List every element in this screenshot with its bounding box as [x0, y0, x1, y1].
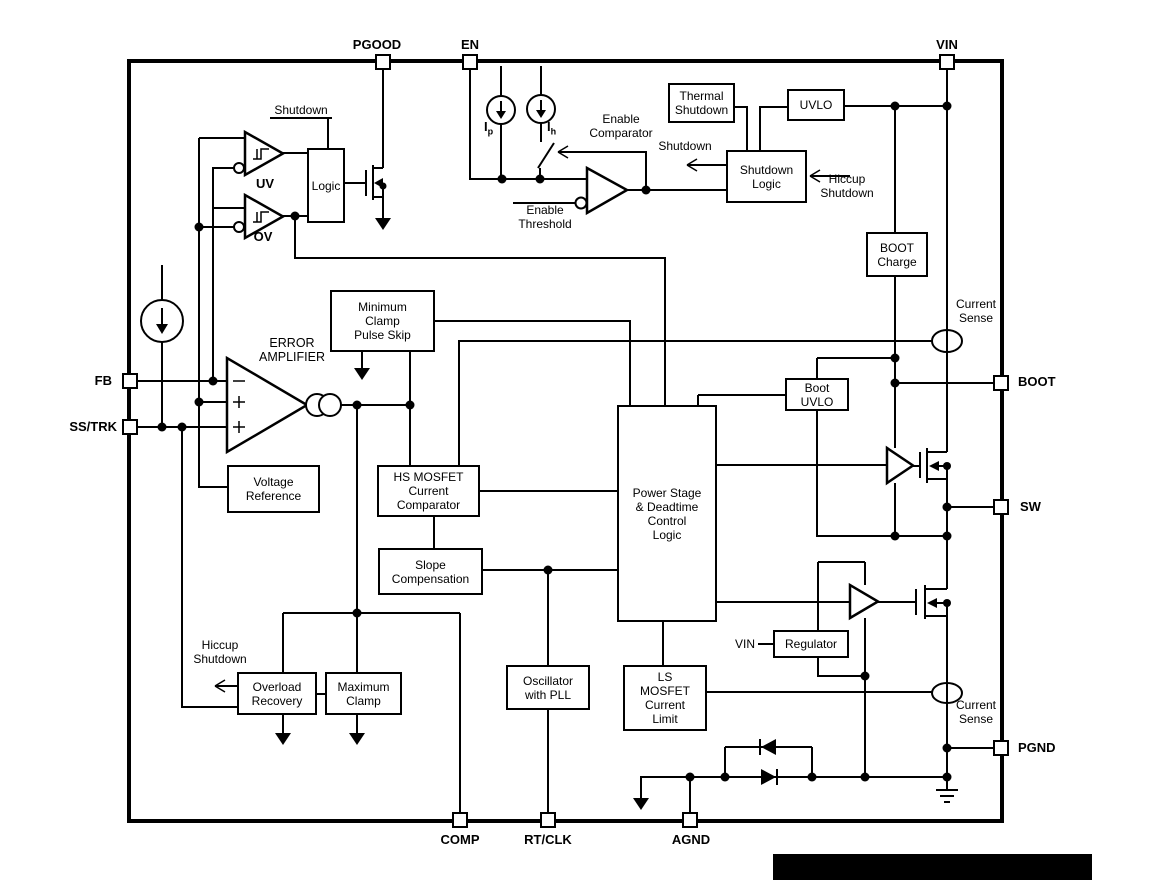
- uv-comparator-icon: [233, 129, 286, 178]
- wires-enable-network: [469, 66, 850, 204]
- pullup-current-source-icon: [486, 95, 516, 125]
- pin-rt-clk: [540, 812, 556, 828]
- label-enable-threshold: Enable Threshold: [518, 203, 572, 231]
- shutdown-arrowhead-icon: [686, 158, 698, 172]
- label-error-amplifier: ERROR AMPLIFIER: [259, 336, 325, 364]
- pin-ss-trk: [122, 419, 138, 435]
- block-shutdown-logic: Shutdown Logic: [726, 150, 807, 203]
- pin-label-boot: BOOT: [1018, 374, 1056, 389]
- max-clamp-arrow-icon: [349, 733, 365, 745]
- pin-agnd: [682, 812, 698, 828]
- ov-comparator-icon: [233, 192, 286, 241]
- wires-control-center: [215, 320, 932, 812]
- block-overload-recovery: Overload Recovery: [237, 672, 317, 715]
- pin-label-sw: SW: [1020, 499, 1041, 514]
- softstart-current-source-icon: [140, 299, 184, 343]
- hs-gate-driver-icon: [885, 445, 916, 486]
- pin-fb: [122, 373, 138, 389]
- label-ip: Ip: [484, 119, 494, 137]
- block-minimum-clamp: Minimum Clamp Pulse Skip: [330, 290, 435, 352]
- pin-label-vin: VIN: [936, 37, 958, 52]
- block-voltage-reference: Voltage Reference: [227, 465, 320, 513]
- pin-label-agnd: AGND: [671, 832, 711, 847]
- pin-sw: [993, 499, 1009, 515]
- pin-label-comp: COMP: [440, 832, 480, 847]
- label-enable-comparator: Enable Comparator: [589, 112, 653, 140]
- pin-pgood: [375, 54, 391, 70]
- pin-label-ss-trk: SS/TRK: [69, 419, 117, 434]
- block-ls-current-limit: LS MOSFET Current Limit: [623, 665, 707, 731]
- pin-label-pgnd: PGND: [1018, 740, 1056, 755]
- label-uv: UV: [255, 176, 275, 191]
- overload-arrow-icon: [275, 733, 291, 745]
- current-sense-bottom-icon: [931, 682, 963, 704]
- label-shutdown-logic-input: Shutdown: [274, 103, 328, 117]
- agnd-arrow-icon: [633, 798, 649, 810]
- wires-hs-ls-power: [717, 411, 993, 777]
- hiccup-right-arrowhead-icon: [809, 169, 821, 183]
- device-outline: [127, 59, 1004, 823]
- hs-mosfet-icon: [919, 448, 939, 483]
- hysteresis-current-source-icon: [526, 94, 556, 124]
- current-sense-top-icon: [931, 329, 963, 353]
- block-uvlo: UVLO: [787, 89, 845, 121]
- label-ov: OV: [253, 229, 273, 244]
- block-slope-compensation: Slope Compensation: [378, 548, 483, 595]
- error-amplifier-icon: [225, 355, 342, 455]
- pin-vin: [939, 54, 955, 70]
- pin-boot: [993, 375, 1009, 391]
- label-hiccup-shutdown-right: Hiccup Shutdown: [820, 172, 874, 200]
- block-hs-mosfet-comparator: HS MOSFET Current Comparator: [377, 465, 480, 517]
- ls-mosfet-icon: [915, 585, 937, 619]
- block-regulator: Regulator: [773, 630, 849, 658]
- label-ih: Ih: [547, 119, 557, 137]
- label-shutdown-signal: Shutdown: [658, 139, 712, 153]
- redacted-logo-box: [773, 854, 1092, 880]
- pin-label-en: EN: [460, 37, 480, 52]
- pin-label-rt-clk: RT/CLK: [524, 832, 572, 847]
- junction-dots: [157, 101, 952, 782]
- label-current-sense-bottom: Current Sense: [955, 698, 996, 726]
- block-thermal-shutdown: Thermal Shutdown: [668, 83, 735, 123]
- block-maximum-clamp: Maximum Clamp: [325, 672, 402, 715]
- block-boot-uvlo: Boot UVLO: [785, 378, 849, 411]
- label-current-sense-top: Current Sense: [955, 297, 996, 325]
- label-hiccup-shutdown-left: Hiccup Shutdown: [193, 638, 247, 666]
- pin-label-pgood: PGOOD: [352, 37, 402, 52]
- label-vin-regulator: VIN: [734, 637, 755, 651]
- pgood-mosfet-icon: [365, 70, 384, 218]
- block-power-stage: Power Stage & Deadtime Control Logic: [617, 405, 717, 622]
- pin-pgnd: [993, 740, 1009, 756]
- pgood-ground-arrow-icon: [375, 218, 391, 230]
- ls-gate-driver-icon: [848, 582, 881, 621]
- hiccup-left-arrowhead-icon: [214, 679, 226, 693]
- pin-label-fb: FB: [94, 373, 112, 388]
- block-logic: Logic: [307, 148, 345, 223]
- min-clamp-arrow-icon: [354, 368, 370, 380]
- enable-comparator-icon: [557, 145, 630, 216]
- antiparallel-diodes-icon: [759, 739, 778, 785]
- block-oscillator: Oscillator with PLL: [506, 665, 590, 710]
- pin-comp: [452, 812, 468, 828]
- wires-feedback-network: [138, 137, 245, 708]
- block-boot-charge: BOOT Charge: [866, 232, 928, 277]
- pin-en: [462, 54, 478, 70]
